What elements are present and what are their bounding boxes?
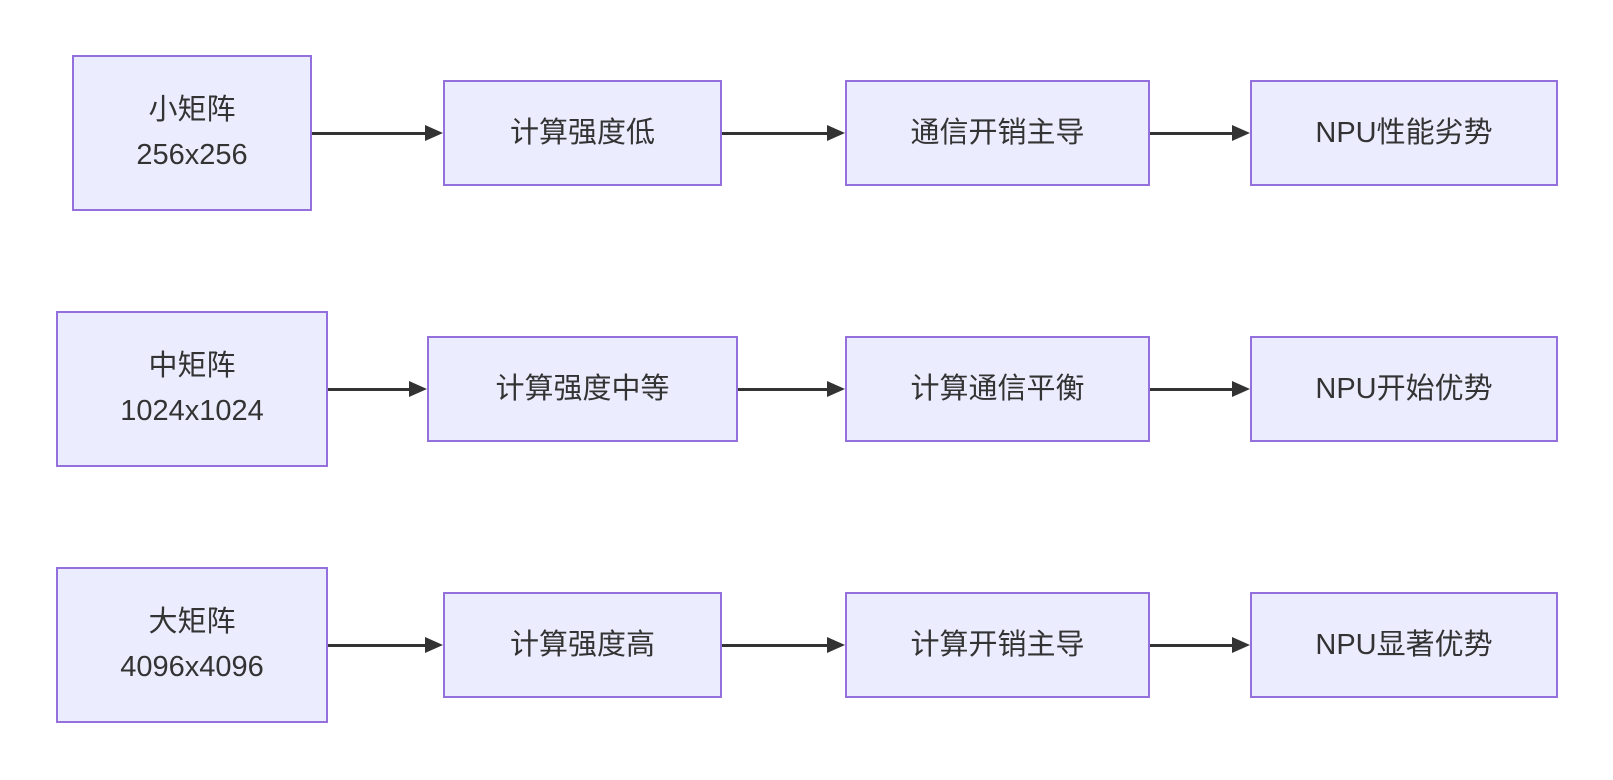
- node-label: 小矩阵: [148, 94, 236, 127]
- node-label: NPU显著优势: [1315, 628, 1493, 661]
- arrow-shaft: [1150, 387, 1232, 391]
- node-label: 计算强度高: [509, 628, 655, 661]
- arrowhead-icon: [827, 381, 845, 397]
- arrow-right-icon: [722, 637, 845, 653]
- node-sublabel: 1024x1024: [120, 395, 264, 427]
- node-label: 中矩阵: [148, 350, 236, 383]
- node-label: 计算强度低: [509, 116, 655, 149]
- arrow-right-icon: [738, 381, 845, 397]
- arrowhead-icon: [409, 381, 427, 397]
- node-label: 通信开销主导: [910, 116, 1085, 149]
- node-small-matrix: 小矩阵 256x256: [72, 55, 312, 211]
- arrow-right-icon: [722, 125, 845, 141]
- arrowhead-icon: [425, 125, 443, 141]
- arrowhead-icon: [1232, 125, 1250, 141]
- node-label: NPU开始优势: [1315, 372, 1493, 405]
- node-sublabel: 4096x4096: [120, 651, 264, 683]
- node-medium-matrix: 中矩阵 1024x1024: [56, 311, 328, 467]
- arrow-shaft: [738, 387, 827, 391]
- arrowhead-icon: [827, 125, 845, 141]
- arrowhead-icon: [1232, 637, 1250, 653]
- node-low-compute-intensity: 计算强度低: [443, 80, 722, 186]
- arrow-shaft: [1150, 643, 1232, 647]
- node-compute-communication-balanced: 计算通信平衡: [845, 336, 1150, 442]
- node-compute-overhead-dominated: 计算开销主导: [845, 592, 1150, 698]
- node-label: 计算开销主导: [910, 628, 1085, 661]
- arrowhead-icon: [425, 637, 443, 653]
- arrow-right-icon: [1150, 637, 1250, 653]
- node-large-matrix: 大矩阵 4096x4096: [56, 567, 328, 723]
- node-label: 计算通信平衡: [910, 372, 1085, 405]
- arrow-shaft: [722, 131, 827, 135]
- node-npu-begins-advantage: NPU开始优势: [1250, 336, 1558, 442]
- node-npu-significant-advantage: NPU显著优势: [1250, 592, 1558, 698]
- node-communication-overhead-dominated: 通信开销主导: [845, 80, 1150, 186]
- arrow-shaft: [328, 643, 425, 647]
- arrow-right-icon: [328, 381, 427, 397]
- arrow-right-icon: [1150, 125, 1250, 141]
- arrow-shaft: [722, 643, 827, 647]
- arrow-right-icon: [328, 637, 443, 653]
- node-label: 计算强度中等: [495, 372, 670, 405]
- node-label: 大矩阵: [148, 606, 236, 639]
- arrowhead-icon: [1232, 381, 1250, 397]
- arrow-shaft: [1150, 131, 1232, 135]
- node-label: NPU性能劣势: [1315, 116, 1493, 149]
- node-npu-performance-disadvantage: NPU性能劣势: [1250, 80, 1558, 186]
- arrowhead-icon: [827, 637, 845, 653]
- node-high-compute-intensity: 计算强度高: [443, 592, 722, 698]
- arrow-right-icon: [1150, 381, 1250, 397]
- node-sublabel: 256x256: [136, 139, 248, 171]
- arrow-shaft: [328, 387, 409, 391]
- arrow-shaft: [312, 131, 425, 135]
- arrow-right-icon: [312, 125, 443, 141]
- node-medium-compute-intensity: 计算强度中等: [427, 336, 738, 442]
